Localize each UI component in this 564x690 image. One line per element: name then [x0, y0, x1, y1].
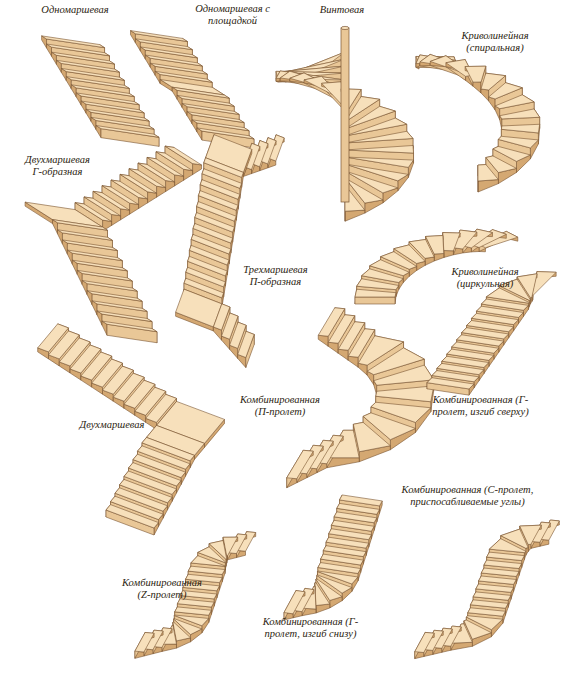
stair-tread — [443, 233, 460, 251]
stair-tread — [498, 136, 538, 148]
stair-tread — [175, 607, 212, 615]
stair-side — [478, 180, 498, 192]
stair-side — [318, 335, 328, 346]
stair-tread — [287, 450, 314, 479]
stair-side — [526, 547, 528, 555]
stair-side — [348, 356, 358, 367]
stair-tread — [478, 165, 498, 182]
pole-cap — [341, 26, 349, 29]
stair-side — [328, 342, 338, 353]
staircase — [284, 495, 382, 620]
stair-side — [175, 175, 184, 186]
stair-tread — [353, 422, 390, 451]
staircase — [38, 324, 225, 535]
stair-tread — [473, 592, 511, 600]
stair-type-label: Комбинированная (Г-пролет, изгиб сверху) — [418, 394, 543, 418]
stair-side — [148, 192, 157, 203]
staircase — [415, 520, 560, 659]
stair-tread — [62, 240, 117, 251]
stair-type-label: Криволинейная (спиральная) — [455, 30, 535, 54]
stair-type-label: Двухмаршевая — [72, 419, 152, 431]
stair-type-label: Одномаршевая — [35, 4, 115, 16]
stair-tread — [501, 124, 539, 133]
stair-tread — [357, 279, 399, 290]
stair-tread — [77, 270, 132, 281]
stair-tread — [427, 378, 474, 389]
stair-tread — [355, 289, 396, 297]
stair-type-label: Одномаршевая с площадкой — [195, 3, 270, 27]
stair-side — [444, 251, 454, 258]
stair-side — [184, 169, 193, 180]
stair-tread — [479, 576, 517, 584]
stair-tread — [481, 568, 519, 576]
stair-side — [112, 214, 121, 225]
stair-side — [130, 203, 139, 214]
stair-type-label: Криволинейная (циркульная) — [445, 266, 525, 290]
stair-tread — [415, 632, 435, 652]
stair-tread — [495, 95, 534, 109]
stair-side — [121, 209, 130, 220]
stair-side — [166, 181, 175, 192]
stair-tread — [96, 126, 159, 138]
stair-type-label: Комбинированная (П-пролет) — [235, 394, 325, 418]
stair-type-label: Комбинированная (Z-пролет) — [117, 577, 207, 601]
stair-tread — [82, 281, 137, 292]
stair-side — [193, 164, 202, 175]
stair-landing — [176, 289, 222, 327]
stair-side — [481, 89, 489, 101]
stair-side — [157, 186, 166, 197]
stair-tread — [53, 220, 108, 231]
stair-tread — [188, 566, 225, 574]
staircase — [131, 31, 255, 148]
staircase — [416, 54, 540, 192]
stair-tread — [238, 331, 255, 357]
stair-tread — [72, 260, 127, 271]
stair-tread — [87, 291, 142, 302]
stair-type-label: Комбинированная (С-пролет, приспосаблива… — [380, 484, 555, 508]
stair-tread — [476, 584, 514, 592]
stair-tread — [67, 250, 122, 261]
stair-tread — [468, 608, 506, 616]
stair-tread — [197, 128, 254, 139]
stair-tread — [500, 109, 540, 119]
stair-tread — [348, 131, 413, 143]
stair-tread — [489, 83, 523, 99]
stair-side — [434, 254, 444, 262]
stair-tread — [376, 386, 434, 402]
stair-tread — [489, 539, 525, 553]
stair-tread — [348, 145, 414, 153]
central-pole — [341, 28, 349, 202]
stair-tread — [106, 505, 159, 528]
stair-tread — [97, 311, 152, 322]
stair-tread — [191, 556, 225, 567]
stair-tread — [102, 321, 157, 332]
stair-side — [473, 82, 481, 93]
stair-tread — [135, 632, 154, 652]
stair-tread — [284, 591, 305, 614]
stair-tread — [465, 66, 486, 82]
stair-tread — [315, 583, 330, 606]
staircase — [176, 135, 285, 368]
stair-tread — [470, 600, 508, 608]
stair-tread — [484, 560, 522, 568]
staircase — [276, 26, 413, 221]
stair-tread — [58, 230, 113, 241]
staircase — [427, 272, 556, 396]
stair-side — [139, 198, 148, 209]
staircase — [42, 36, 159, 147]
stair-type-label: Винтовая — [312, 4, 372, 16]
stair-side — [345, 210, 365, 221]
stair-side — [528, 544, 531, 551]
stair-type-label: Двухмаршевая Г-образная — [20, 154, 95, 178]
stair-tread — [374, 365, 434, 385]
stair-riser — [355, 297, 395, 304]
stair-type-label: Комбинированная (Г-пролет, изгиб снизу) — [248, 616, 373, 640]
stair-side — [338, 349, 348, 360]
stair-tread — [487, 552, 525, 560]
stair-tread — [92, 301, 147, 312]
stair-type-label: Трехмаршевая П-образная — [238, 264, 313, 288]
